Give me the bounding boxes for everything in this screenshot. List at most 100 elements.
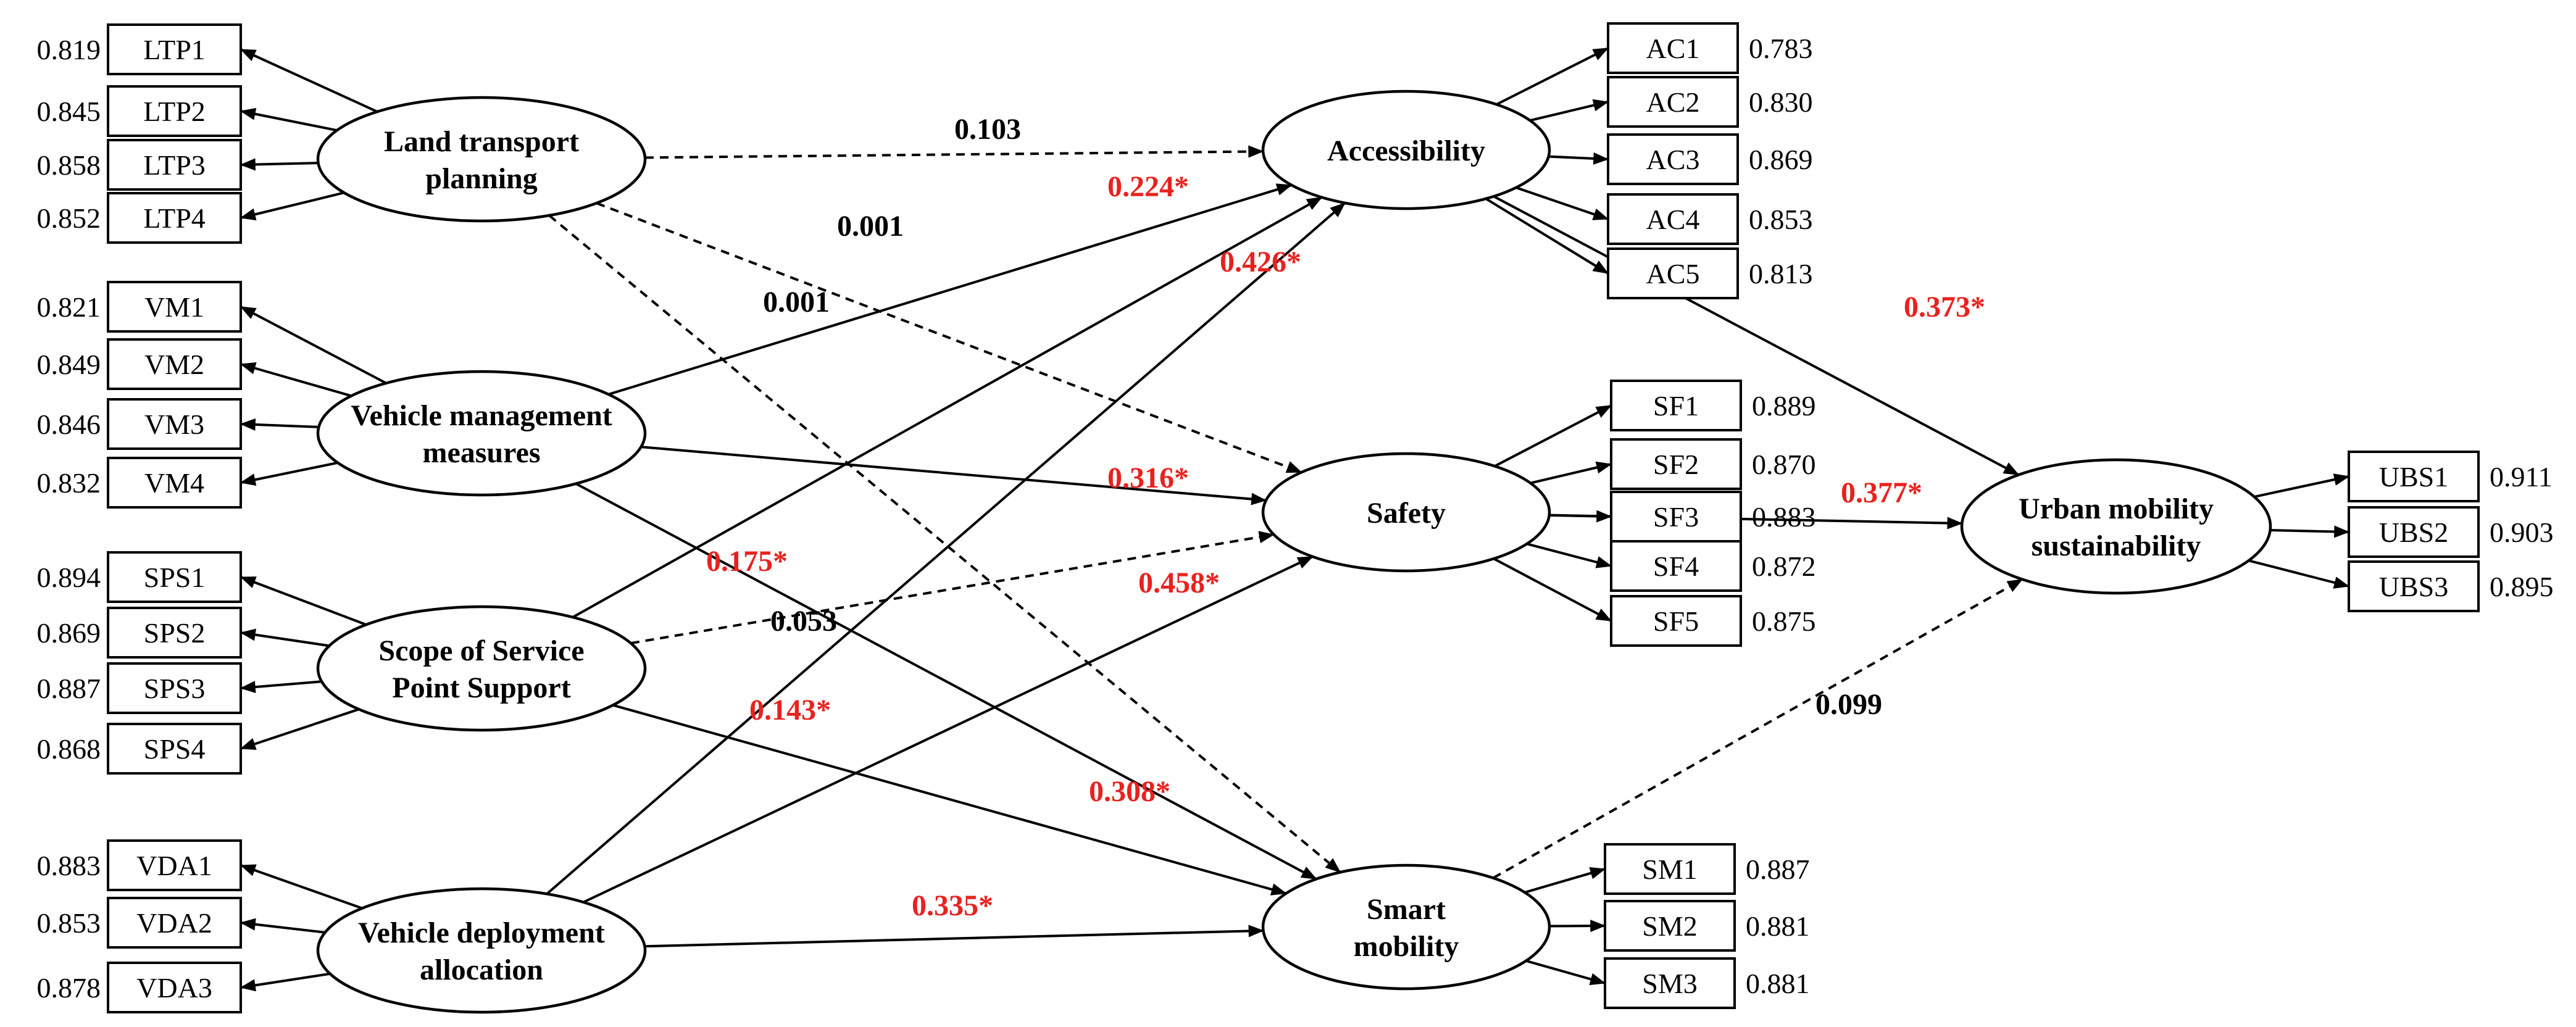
loading-arrow: [2270, 525, 2350, 538]
construct-ellipse: [1261, 89, 1551, 210]
path-ltp-to-ac: [644, 145, 1264, 159]
indicator-vda2: VDA2 0.853: [37, 897, 242, 949]
indicator-box: [2348, 451, 2480, 502]
loading-arrow: [240, 576, 367, 626]
loading-arrow: [2254, 473, 2350, 498]
indicator-label: SPS4: [144, 733, 206, 765]
indicator-label: UBS2: [2379, 517, 2448, 548]
coef-ltp-ac: 0.103: [954, 113, 1021, 146]
path-vda-to-sf: [583, 555, 1314, 904]
indicator-loading: 0.853: [37, 907, 101, 939]
indicator-loading: 0.852: [37, 202, 101, 234]
indicator-loading: 0.881: [1746, 910, 1810, 942]
construct-ellipse: [1960, 458, 2272, 595]
indicator-label: SF2: [1653, 449, 1699, 480]
indicator-loading: 0.911: [2490, 461, 2553, 493]
indicator-vda1: VDA1 0.883: [37, 839, 242, 891]
indicator-vm3: VM3 0.846: [37, 398, 242, 450]
construct-label: Scope of Service: [378, 634, 584, 667]
indicator-box: [1607, 76, 1739, 128]
loading-arrow: [1530, 461, 1612, 484]
loading-arrow: [1493, 557, 1612, 622]
coef-vda-ac: 0.426*: [1220, 246, 1301, 278]
construct-label: Smart: [1367, 893, 1446, 926]
indicator-box: [1610, 380, 1742, 431]
indicator-loading: 0.878: [37, 972, 101, 1004]
indicator-label: SF3: [1653, 501, 1699, 533]
indicator-label: VDA2: [136, 907, 212, 939]
indicator-loading: 0.783: [1749, 33, 1813, 64]
indicator-loading: 0.868: [37, 733, 101, 765]
construct-ellipse: [316, 605, 647, 732]
construct-label: measures: [422, 436, 540, 469]
indicator-loading: 0.889: [1752, 390, 1816, 422]
indicator-loading: 0.869: [37, 617, 101, 649]
indicator-box: [2348, 560, 2480, 612]
indicator-box: [107, 23, 242, 75]
indicator-loading: 0.845: [37, 96, 101, 127]
structural-paths: [546, 145, 2024, 948]
coef-sm-ubs: 0.099: [1815, 688, 1882, 721]
indicator-label: AC3: [1646, 144, 1700, 175]
indicator-box: [1607, 22, 1739, 74]
indicator-label: AC5: [1646, 258, 1700, 289]
construct-label: Urban mobility: [2019, 493, 2214, 525]
path-coefficients: 0.1030.0010.0010.224*0.316*0.308*0.175*0…: [706, 113, 1985, 922]
loading-arrow: [240, 418, 319, 431]
indicator-loading: 0.846: [37, 409, 101, 440]
construct-ellipse: [316, 370, 647, 497]
construct-label: Point Support: [392, 672, 570, 704]
indicator-label: VDA1: [136, 850, 212, 881]
indicator-box: [1610, 540, 1742, 592]
indicator-box: [1607, 247, 1739, 299]
indicator-box: [107, 897, 242, 949]
indicator-loading: 0.832: [37, 467, 101, 499]
indicator-loading: 0.872: [1752, 551, 1816, 582]
indicator-box: [107, 85, 242, 137]
indicator-box: [1607, 133, 1739, 185]
path-sps-to-ac: [572, 196, 1323, 618]
indicator-label: UBS1: [2379, 461, 2448, 493]
indicator-box: [1604, 957, 1736, 1009]
indicator-loading: 0.883: [1752, 501, 1816, 533]
construct-sf: Safety: [1261, 452, 1551, 573]
path-vm-to-sf: [641, 446, 1267, 505]
indicator-sf3: SF3 0.883: [1610, 491, 1816, 543]
loading-arrow: [240, 680, 322, 694]
indicator-label: SM3: [1642, 968, 1697, 999]
indicator-loading: 0.894: [37, 562, 101, 593]
indicator-box: [1610, 491, 1742, 543]
construct-label: Vehicle management: [351, 399, 612, 432]
construct-ellipse: [1261, 452, 1551, 573]
construct-ellipse: [316, 887, 647, 1014]
indicator-sm3: SM3 0.881: [1604, 957, 1810, 1009]
path-sm-to-ubs: [1492, 578, 2024, 879]
indicator-box: [107, 338, 242, 390]
loading-arrow: [240, 191, 344, 221]
indicator-box: [1604, 900, 1736, 952]
indicator-loading: 0.881: [1746, 968, 1810, 999]
loading-arrow: [1524, 867, 1606, 894]
loading-arrow: [1526, 543, 1612, 568]
indicator-label: SM1: [1642, 854, 1697, 885]
indicator-box: [107, 662, 242, 714]
path-vda-to-sm: [644, 925, 1264, 948]
indicator-label: SPS1: [144, 562, 206, 593]
loading-arrow: [1548, 152, 1609, 165]
indicator-loading: 0.883: [37, 850, 101, 881]
indicator-loading: 0.875: [1752, 605, 1816, 637]
indicator-box: [107, 281, 242, 333]
indicator-label: VM3: [144, 409, 204, 440]
indicator-box: [1607, 193, 1739, 245]
path-vm-to-ac: [608, 183, 1293, 396]
